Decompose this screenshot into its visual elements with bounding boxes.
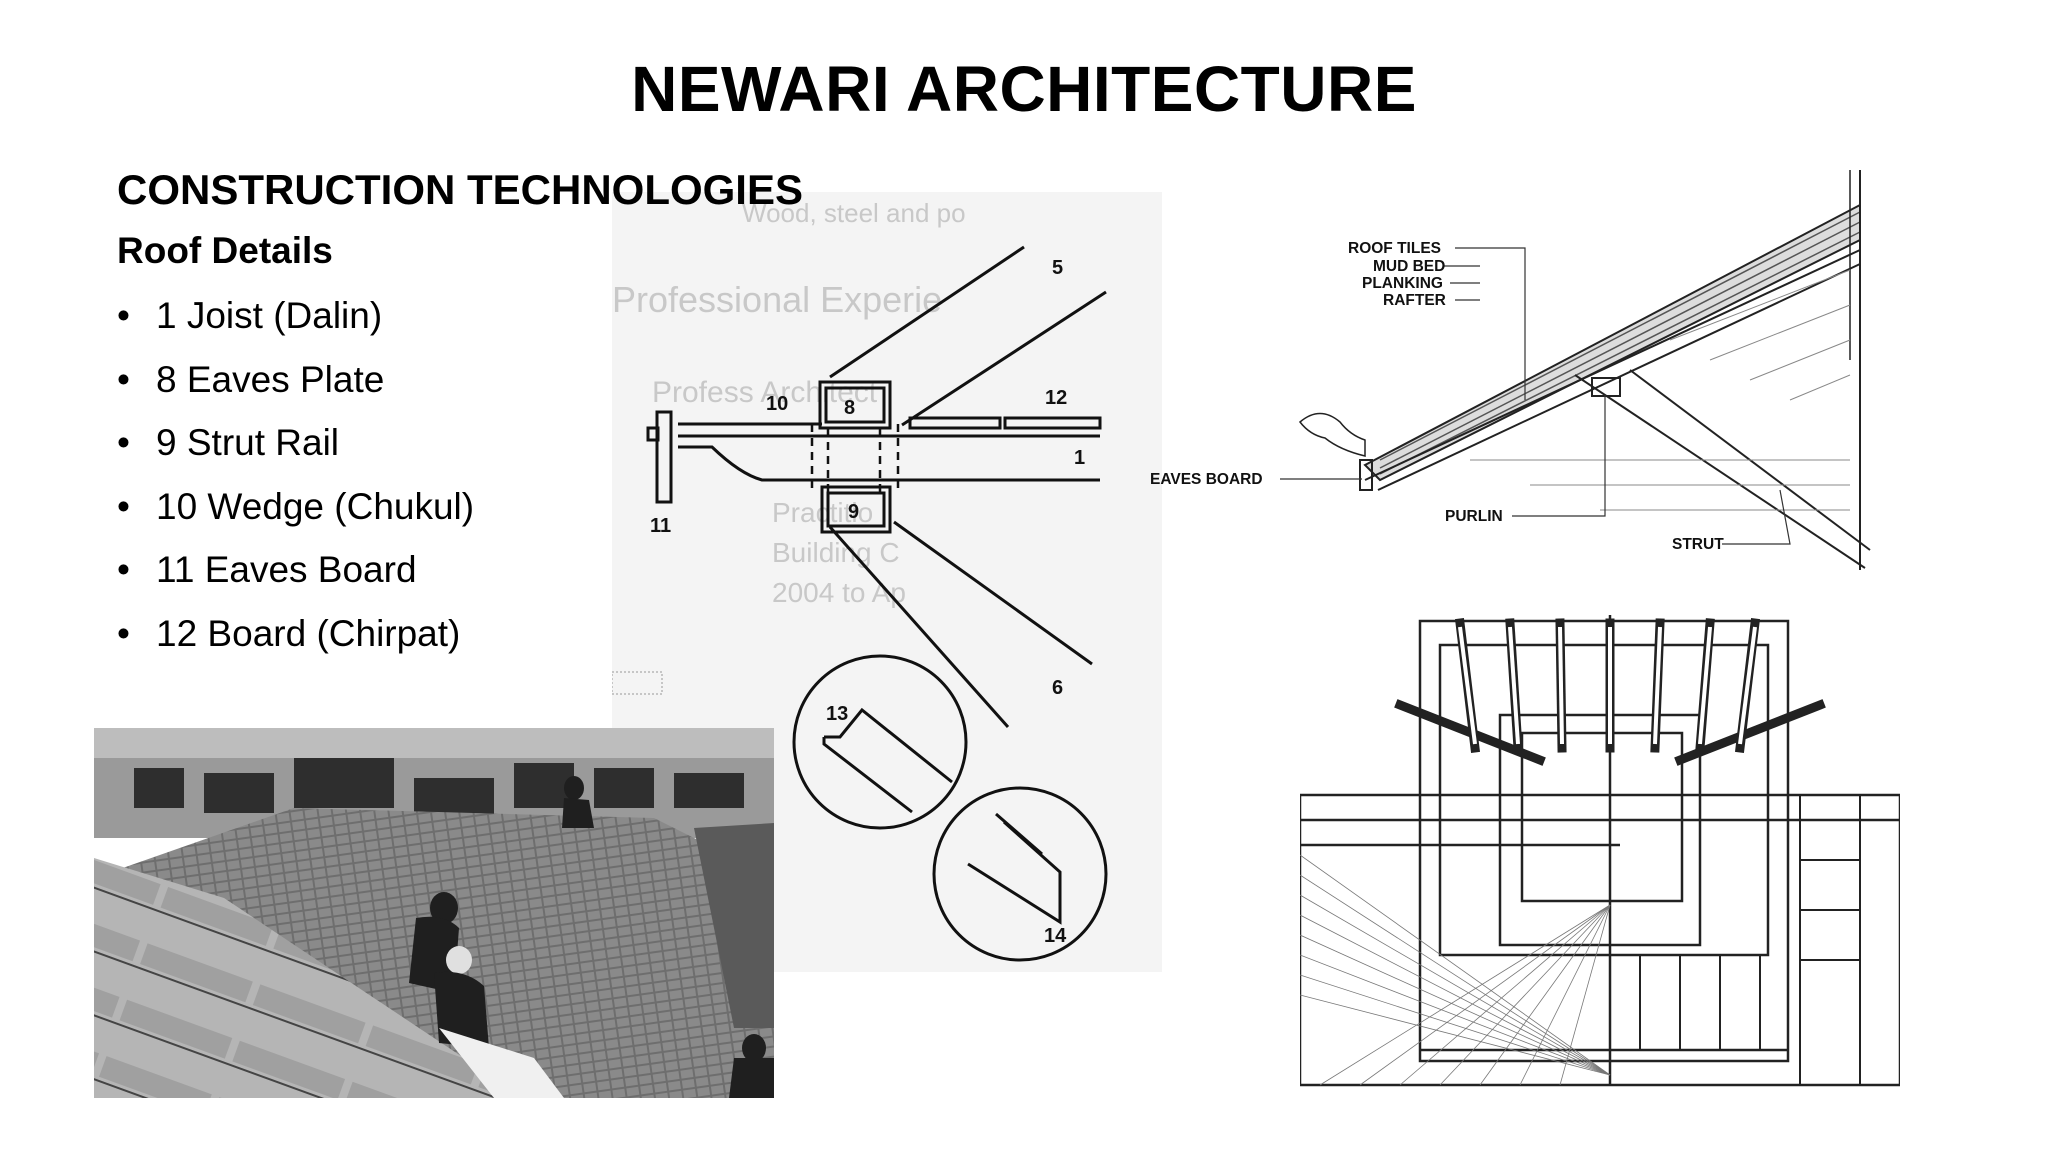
list-item: •1 Joist (Dalin) — [117, 288, 474, 352]
list-item: •12 Board (Chirpat) — [117, 606, 474, 670]
drawing-label: 12 — [1045, 387, 1067, 409]
section-label: PURLIN — [1445, 508, 1503, 525]
section-label: STRUT — [1672, 536, 1724, 553]
roof-framing-svg — [1298, 615, 1902, 1087]
roof-details-list: •1 Joist (Dalin) •8 Eaves Plate •9 Strut… — [117, 288, 474, 669]
list-item-text: 11 Eaves Board — [156, 549, 417, 590]
drawing-label: 1 — [1074, 447, 1085, 469]
drawing-label: 8 — [844, 397, 855, 419]
roof-workers-photo — [94, 728, 774, 1098]
slide-title: NEWARI ARCHITECTURE — [631, 53, 1417, 125]
list-item-text: 12 Board (Chirpat) — [156, 612, 461, 654]
list-item-text: 1 Joist (Dalin) — [156, 295, 383, 336]
section-label: EAVES BOARD — [1150, 471, 1263, 488]
drawing-label: 13 — [826, 703, 848, 725]
list-item-text: 9 Strut Rail — [156, 422, 340, 463]
section-label: RAFTER — [1383, 292, 1446, 309]
faded-text: 2004 to Ap — [772, 577, 906, 608]
list-item-text: 10 Wedge (Chukul) — [156, 485, 475, 527]
section-label: MUD BED — [1373, 258, 1445, 275]
roof-section-drawing: ROOF TILES MUD BED PLANKING RAFTER EAVES… — [1150, 160, 1890, 580]
drawing-label: 14 — [1044, 925, 1067, 947]
drawing-label: 9 — [848, 501, 859, 523]
section-label: ROOF TILES — [1348, 240, 1441, 257]
list-item: •9 Strut Rail — [117, 415, 474, 479]
drawing-label: 10 — [766, 393, 788, 415]
drawing-label: 11 — [650, 515, 671, 537]
slide-subtitle: CONSTRUCTION TECHNOLOGIES — [117, 166, 804, 213]
faded-text: Wood, steel and po — [742, 198, 966, 228]
drawing-label: 6 — [1052, 677, 1063, 699]
section-heading: Roof Details — [117, 230, 333, 271]
list-item: •10 Wedge (Chukul) — [117, 479, 474, 543]
faded-text: Professional Experie — [612, 279, 942, 320]
faded-hatch — [611, 671, 663, 695]
section-label: PLANKING — [1362, 275, 1443, 292]
list-item: •11 Eaves Board — [117, 542, 474, 606]
roof-photo-svg — [94, 728, 774, 1098]
roof-framing-drawing — [1298, 605, 1902, 1095]
list-item: •8 Eaves Plate — [117, 352, 474, 416]
eaves-detail-svg: Wood, steel and po Professional Experie … — [611, 198, 1108, 962]
faded-text: Building C — [772, 537, 900, 568]
drawing-label: 5 — [1052, 257, 1063, 279]
roof-section-svg: ROOF TILES MUD BED PLANKING RAFTER EAVES… — [1150, 170, 1871, 570]
list-item-text: 8 Eaves Plate — [156, 358, 385, 400]
